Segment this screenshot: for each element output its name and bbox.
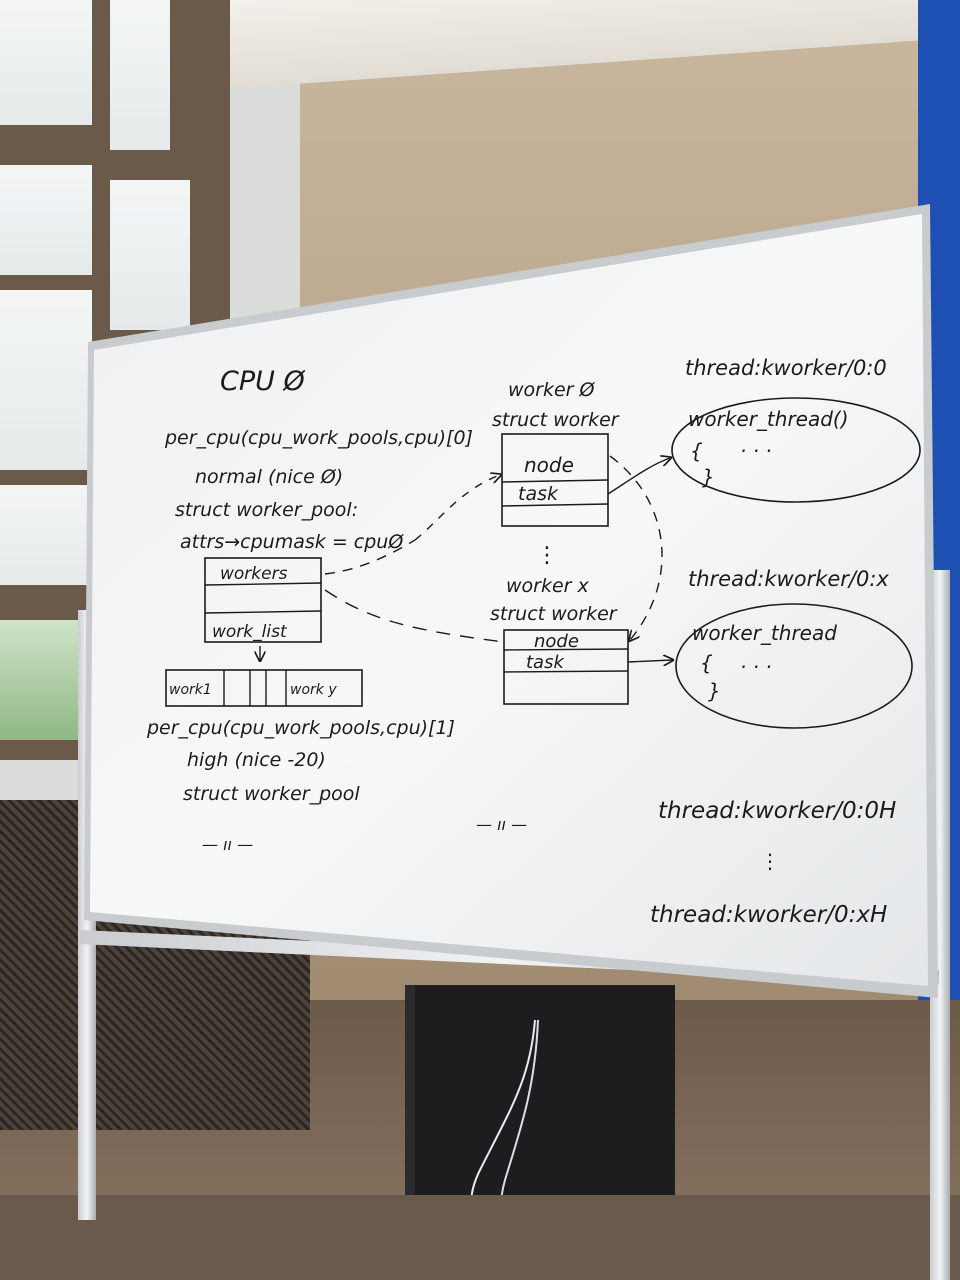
field-workers: workers (220, 564, 288, 584)
workerx-box (503, 629, 629, 705)
workerx-struct: struct worker (490, 603, 618, 625)
cabinet-edge (405, 985, 415, 1245)
pool0-attrs: attrs→cpumask = cpuØ (180, 531, 404, 553)
threadx-function: worker_thread (692, 621, 837, 645)
threadx-label: thread:kworker/0:x (688, 567, 889, 591)
thread-high-dots: ⋮ (760, 849, 780, 873)
task0-arrow (607, 458, 670, 495)
thread0-open-brace: { (690, 439, 703, 463)
window-pane (0, 165, 92, 275)
thread0-label: thread:kworker/0:0 (685, 356, 887, 380)
worker0-node: node (524, 453, 574, 477)
whiteboard-surface: CPU Ø per_cpu(cpu_work_pools,cpu)[0] nor… (84, 204, 938, 998)
worker0-title: worker Ø (508, 379, 596, 401)
window-pane (110, 180, 190, 330)
window-pane (0, 485, 92, 585)
window-pane (0, 0, 92, 125)
workers-to-workerx-link (324, 589, 505, 643)
workerx-task: task (526, 652, 565, 673)
threadx-ellipse (675, 603, 913, 729)
thread0-function: worker_thread() (688, 407, 849, 431)
window-pane-trees (0, 620, 92, 740)
work-list-box (165, 669, 363, 707)
thread0-body: · · · (740, 439, 772, 463)
work-last: work y (290, 682, 337, 698)
node-list-link (609, 455, 663, 640)
workerx-title: worker x (506, 575, 590, 597)
window-pane (0, 290, 92, 470)
threadx-close-brace: } (708, 679, 721, 703)
pool1-struct: struct worker_pool (183, 783, 360, 805)
pool0-struct: struct worker_pool: (175, 499, 358, 521)
ditto-middle: — ıı — (476, 815, 527, 834)
taskx-arrow (627, 660, 672, 662)
thread-highx-label: thread:kworker/0:xH (650, 902, 887, 928)
worker0-task: task (518, 483, 559, 505)
pool0-priority: normal (nice Ø) (195, 466, 343, 488)
ditto-left: — ıı — (202, 835, 253, 854)
worker-pool-box (204, 557, 322, 643)
desk-edge (0, 1195, 960, 1280)
worker0-dots: ⋮ (536, 543, 558, 568)
thread-high0-label: thread:kworker/0:0H (658, 798, 896, 824)
work-first: work1 (169, 682, 212, 698)
thread0-close-brace: } (702, 465, 715, 489)
workerx-node: node (534, 631, 579, 652)
window-pane (110, 0, 170, 150)
pool1-expression: per_cpu(cpu_work_pools,cpu)[1] (146, 717, 455, 739)
pool-to-worker0-arrow (414, 475, 500, 541)
thread0-ellipse (671, 397, 921, 503)
worker0-struct: struct worker (492, 409, 620, 431)
cpu-title: CPU Ø (220, 366, 305, 397)
field-work-list: work_list (212, 622, 288, 642)
threadx-open-brace: { (700, 651, 713, 675)
pool0-expression: per_cpu(cpu_work_pools,cpu)[0] (164, 427, 473, 449)
pool1-priority: high (nice -20) (187, 749, 326, 771)
whiteboard: CPU Ø per_cpu(cpu_work_pools,cpu)[0] nor… (80, 200, 940, 1000)
threadx-body: · · · (740, 655, 772, 679)
